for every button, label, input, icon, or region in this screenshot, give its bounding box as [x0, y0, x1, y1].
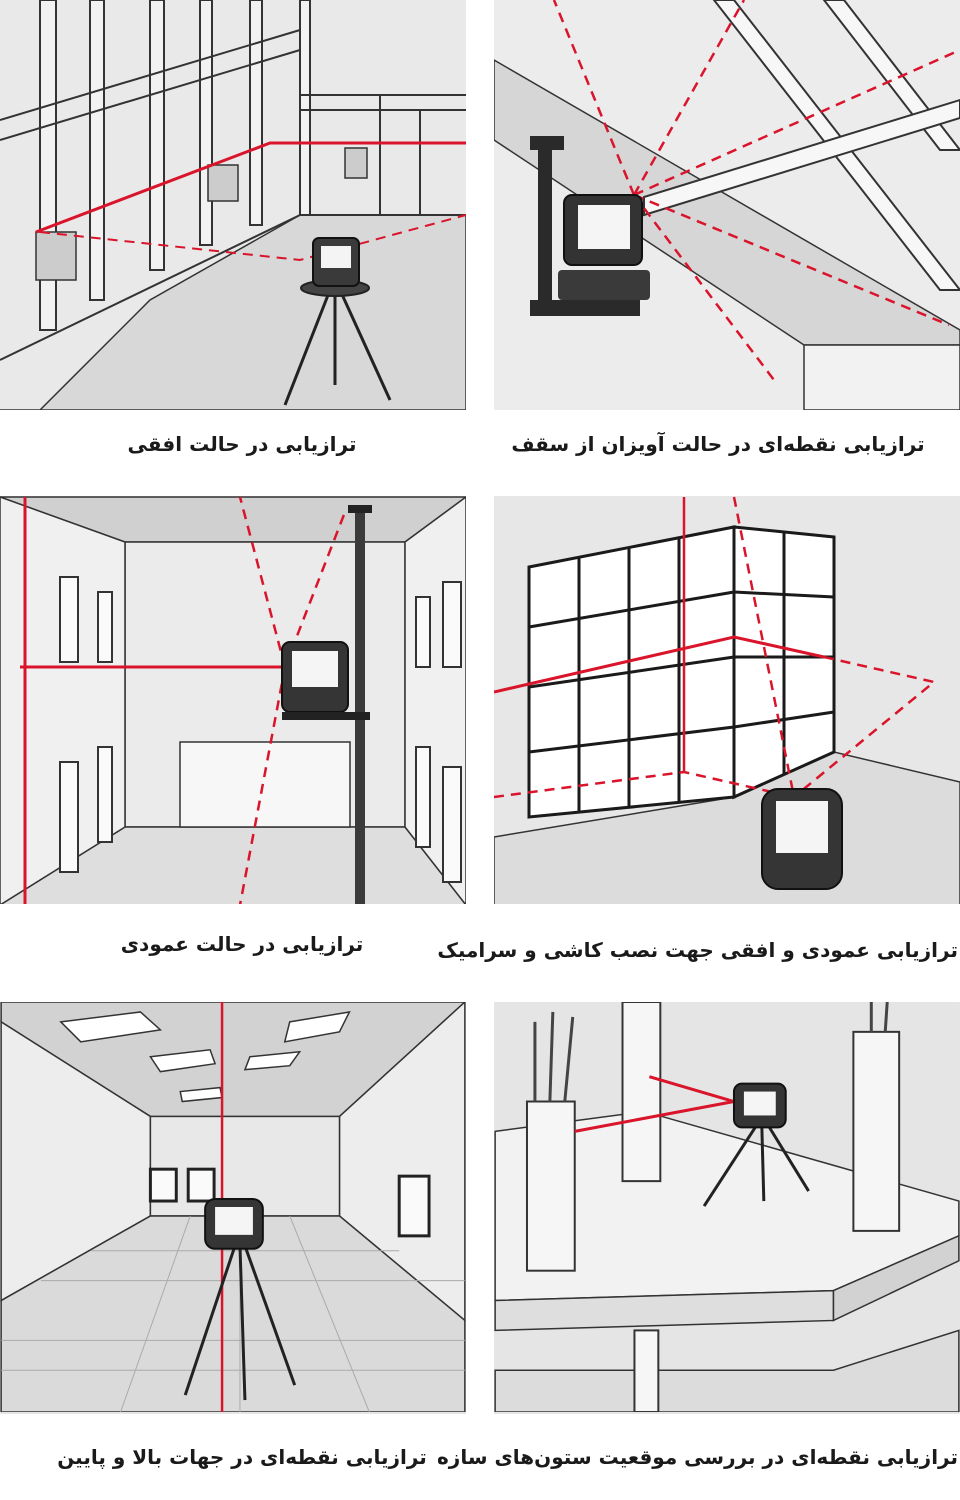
caption-vertical-leveling: ترازیابی در حالت عمودی — [120, 932, 364, 956]
horizontal-leveling-drawing — [0, 0, 466, 410]
column-position-drawing — [494, 1002, 960, 1412]
illustration-horizontal-leveling — [0, 0, 466, 410]
ceiling-hung-drawing — [494, 0, 960, 410]
illustration-tile-leveling — [494, 496, 960, 904]
caption-tile-leveling: ترازیابی عمودی و افقی جهت نصب کاشی و سرا… — [437, 938, 958, 962]
illustration-up-down-leveling — [0, 1002, 466, 1414]
illustration-column-position-leveling — [494, 1002, 960, 1414]
caption-horizontal-leveling: ترازیابی در حالت افقی — [127, 432, 357, 456]
up-down-leveling-drawing — [0, 1002, 466, 1412]
vertical-leveling-drawing — [0, 496, 466, 904]
caption-column-position-leveling: ترازیابی نقطه‌ای در بررسی موقعیت ستون‌ها… — [437, 1445, 958, 1469]
illustration-vertical-leveling — [0, 496, 466, 904]
caption-ceiling-hung-leveling: ترازیابی نقطه‌ای در حالت آویزان از سقف — [511, 432, 925, 456]
caption-up-down-leveling: ترازیابی نقطه‌ای در جهات بالا و پایین — [57, 1445, 427, 1469]
illustration-ceiling-hung-leveling — [494, 0, 960, 410]
tile-leveling-drawing — [494, 496, 960, 904]
